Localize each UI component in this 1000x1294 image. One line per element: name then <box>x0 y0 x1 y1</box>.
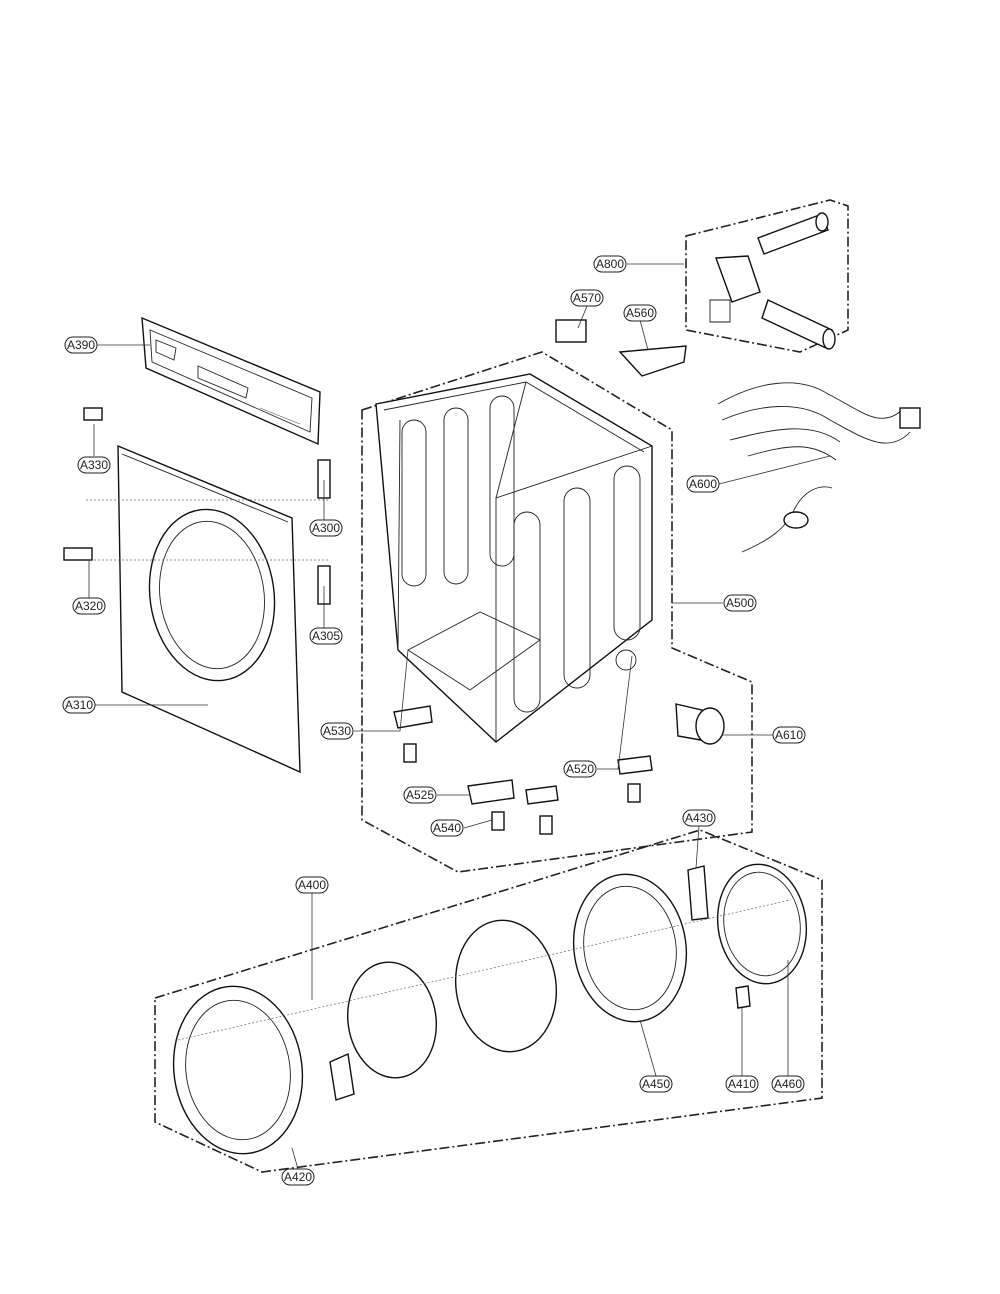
callout-pill <box>309 627 343 645</box>
leveling-leg-part-2 <box>491 811 505 831</box>
callout-a540: A540 <box>430 819 464 837</box>
callout-label: A530 <box>323 724 351 738</box>
callout-label: A560 <box>626 306 654 320</box>
clip-a570-part <box>555 319 587 343</box>
callout-label: A525 <box>406 788 434 802</box>
callout-pill <box>623 304 657 322</box>
callout-a330: A330 <box>77 456 111 474</box>
callout-pill <box>64 336 98 354</box>
callout-pill <box>320 722 354 740</box>
callout-label: A540 <box>433 821 461 835</box>
callout-pill <box>563 760 597 778</box>
callout-a800: A800 <box>593 255 627 273</box>
callout-a520: A520 <box>563 760 597 778</box>
callout-label: A610 <box>775 728 803 742</box>
callout-a305: A305 <box>309 627 343 645</box>
callout-a530: A530 <box>320 722 354 740</box>
exhaust-kit <box>709 212 836 350</box>
door-inner-glass-part <box>454 919 558 1053</box>
callout-a300: A300 <box>309 519 343 537</box>
callout-a525: A525 <box>403 786 437 804</box>
group-boundary-cabinet <box>361 351 753 873</box>
callout-pill <box>72 597 106 615</box>
leader-lines <box>88 263 831 1170</box>
callout-pill <box>295 876 329 894</box>
callout-a460: A460 <box>771 1075 805 1093</box>
door-axis-line <box>177 899 791 1041</box>
callout-a400: A400 <box>295 876 329 894</box>
leg-bracket-part-3 <box>525 785 559 805</box>
callout-label: A400 <box>298 878 326 892</box>
leveling-leg-part-1 <box>403 743 417 763</box>
callout-a610: A610 <box>772 726 806 744</box>
callout-label: A320 <box>75 599 103 613</box>
callout-a430: A430 <box>682 809 716 827</box>
leg-bracket-a525-part <box>467 779 515 805</box>
callout-a420: A420 <box>281 1168 315 1186</box>
callout-a500: A500 <box>723 594 757 612</box>
callout-label: A330 <box>80 458 108 472</box>
callout-pill <box>771 1075 805 1093</box>
callout-a410: A410 <box>725 1075 759 1093</box>
callout-label: A800 <box>596 257 624 271</box>
callout-label: A420 <box>284 1170 312 1184</box>
callout-pill <box>403 786 437 804</box>
callout-pill <box>62 696 96 714</box>
switch-a330-part <box>83 407 103 421</box>
callout-label: A300 <box>312 521 340 535</box>
callout-label: A500 <box>726 596 754 610</box>
callout-label: A410 <box>728 1077 756 1091</box>
callout-a320: A320 <box>72 597 106 615</box>
callout-pill <box>725 1075 759 1093</box>
control-panel-plate <box>141 316 321 446</box>
door-gasket-a460-part <box>716 863 808 985</box>
group-boundary-exhaust <box>685 199 849 353</box>
leg-bracket-a530-part <box>393 705 433 729</box>
wire-harness <box>717 382 921 553</box>
callout-label: A520 <box>566 762 594 776</box>
callout-pill <box>77 456 111 474</box>
callout-pill <box>639 1075 673 1093</box>
callout-label: A460 <box>774 1077 802 1091</box>
callout-pill <box>281 1168 315 1186</box>
callout-pill <box>593 255 627 273</box>
latch-a320-part <box>63 547 93 561</box>
cabinet <box>375 373 653 743</box>
callout-pill <box>430 819 464 837</box>
hinge-a430-part <box>687 865 709 921</box>
callout-pill <box>772 726 806 744</box>
callout-label: A390 <box>67 338 95 352</box>
callout-pill <box>723 594 757 612</box>
callout-a390: A390 <box>64 336 98 354</box>
group-boundary-door <box>154 829 823 1173</box>
callout-label: A570 <box>573 291 601 305</box>
callout-a570: A570 <box>570 289 604 307</box>
callout-label: A430 <box>685 811 713 825</box>
callout-a600: A600 <box>686 475 720 493</box>
callout-pill <box>686 475 720 493</box>
callout-pill <box>309 519 343 537</box>
vent-duct-a610-part <box>675 703 725 745</box>
leveling-leg-part-3 <box>539 815 553 835</box>
callout-label: A600 <box>689 477 717 491</box>
callout-a450: A450 <box>639 1075 673 1093</box>
door-handle-a420-part <box>329 1052 355 1101</box>
callout-pill <box>570 289 604 307</box>
door-outer-ring <box>172 985 304 1155</box>
callout-label: A450 <box>642 1077 670 1091</box>
duct-a560-part <box>618 345 687 377</box>
leveling-leg-part-4 <box>627 783 641 803</box>
door-inner-frame-a450-part <box>572 873 688 1023</box>
callout-label: A310 <box>65 698 93 712</box>
leg-bracket-a520-part <box>617 755 653 775</box>
callout-label: A305 <box>312 629 340 643</box>
callout-a560: A560 <box>623 304 657 322</box>
callout-a310: A310 <box>62 696 96 714</box>
door-glass-part <box>346 961 438 1079</box>
front-panel <box>86 444 330 774</box>
callout-pill <box>682 809 716 827</box>
latch-a410-part <box>735 985 751 1009</box>
